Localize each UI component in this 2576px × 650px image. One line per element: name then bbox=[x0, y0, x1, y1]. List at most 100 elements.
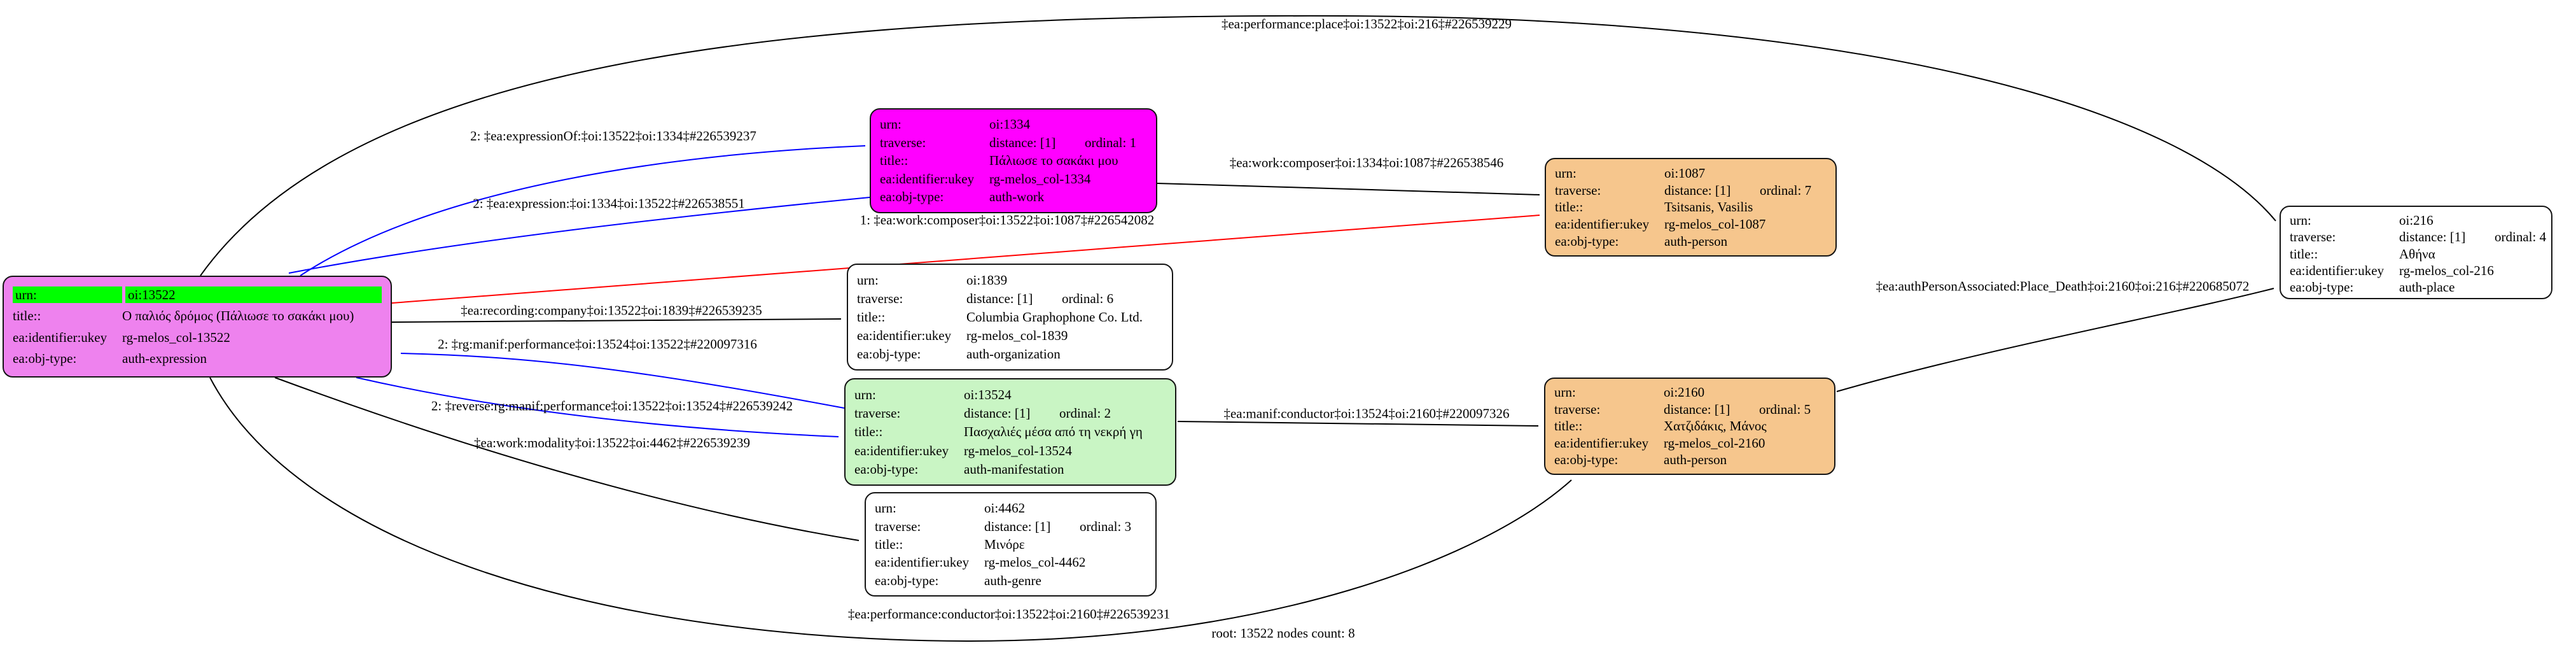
row-key: traverse: bbox=[880, 134, 926, 150]
row-value: Αθήνα bbox=[2399, 246, 2435, 262]
row-value-ordinal: ordinal: 4 bbox=[2495, 229, 2547, 245]
row-value-ordinal: ordinal: 7 bbox=[1760, 182, 1812, 198]
row-value-distance: distance: [1] bbox=[2399, 229, 2466, 245]
edge-work-modality bbox=[274, 377, 860, 541]
row-key: traverse: bbox=[1554, 401, 1601, 417]
edge-label-manif-conductor: ‡ea:manif:conductor‡oi:13524‡oi:2160‡#22… bbox=[1223, 406, 1510, 421]
node-row-title: title:: Tsitsanis, Vasilis bbox=[1546, 199, 1835, 215]
row-value: oi:1087 bbox=[1664, 165, 1706, 181]
node-row-urn: urn: oi:13524 bbox=[846, 386, 1175, 403]
row-value: oi:13524 bbox=[964, 386, 1012, 402]
edge-label-work-composer-13522: 1: ‡ea:work:composer‡oi:13522‡oi:1087‡#2… bbox=[860, 212, 1155, 228]
row-key: title:: bbox=[857, 309, 886, 325]
row-key: ea:obj-type: bbox=[857, 346, 921, 362]
row-key: ea:identifier:ukey bbox=[875, 555, 970, 570]
row-value: Πασχαλιές μέσα από τη νεκρή γη bbox=[964, 424, 1143, 440]
row-value: oi:216 bbox=[2399, 213, 2433, 228]
row-value: auth-organization bbox=[966, 346, 1061, 362]
edge-label-performance-place: ‡ea:performance:place‡oi:13522‡oi:216‡#2… bbox=[1221, 16, 1512, 32]
row-key: title:: bbox=[875, 536, 903, 552]
node-row-identifier: ea:identifier:ukey rg-melos_col-1839 bbox=[848, 327, 1172, 344]
edge-performance-conductor bbox=[209, 377, 1572, 642]
row-key: ea:identifier:ukey bbox=[1555, 216, 1650, 232]
node-row-title: title:: Χατζιδάκις, Μάνος bbox=[1545, 418, 1834, 434]
node-row-title: title:: Πασχαλιές μέσα από τη νεκρή γη bbox=[846, 423, 1175, 440]
row-key: urn: bbox=[880, 117, 902, 132]
row-key: traverse: bbox=[857, 290, 903, 306]
row-value: oi:2160 bbox=[1664, 385, 1705, 400]
node-oi-2160: urn: oi:2160 traverse: distance: [1] ord… bbox=[1544, 378, 1835, 475]
root-summary-label: root: 13522 nodes count: 8 bbox=[1211, 625, 1355, 641]
row-value: rg-melos_col-1334 bbox=[989, 171, 1091, 187]
row-value: Μινόρε bbox=[984, 536, 1025, 552]
node-oi-1087: urn: oi:1087 traverse: distance: [1] ord… bbox=[1545, 158, 1837, 257]
edge-expression-of bbox=[300, 145, 866, 276]
row-key: urn: bbox=[13, 286, 122, 304]
row-key: ea:obj-type: bbox=[13, 350, 77, 366]
edge-label-work-composer-1334: ‡ea:work:composer‡oi:1334‡oi:1087‡#22653… bbox=[1229, 155, 1504, 171]
edge-manif-conductor bbox=[1177, 421, 1539, 427]
node-row-urn: urn: oi:13522 bbox=[4, 286, 391, 304]
node-row-urn: urn: oi:4462 bbox=[866, 500, 1155, 516]
row-value: auth-person bbox=[1664, 452, 1727, 468]
row-value-distance: distance: [1] bbox=[964, 406, 1031, 421]
row-key: urn: bbox=[2290, 213, 2311, 228]
row-key: ea:obj-type: bbox=[1554, 452, 1619, 468]
row-value-distance: distance: [1] bbox=[1664, 401, 1730, 417]
row-value: Ο παλιός δρόμος (Πάλιωσε το σακάκι μου) bbox=[122, 308, 354, 324]
row-value-ordinal: ordinal: 3 bbox=[1080, 518, 1132, 534]
node-row-urn: urn: oi:1087 bbox=[1546, 165, 1835, 181]
node-row-traverse: traverse: distance: [1] ordinal: 6 bbox=[848, 290, 1172, 307]
row-key: ea:obj-type: bbox=[880, 189, 944, 205]
node-row-identifier: ea:identifier:ukey rg-melos_col-216 bbox=[2281, 262, 2551, 279]
node-row-title: title:: Columbia Graphophone Co. Ltd. bbox=[848, 309, 1172, 325]
row-value: rg-melos_col-4462 bbox=[984, 555, 1086, 570]
row-value: rg-melos_col-216 bbox=[2399, 262, 2494, 278]
edge-label-auth-person-place-death: ‡ea:authPersonAssociated:Place_Death‡oi:… bbox=[1876, 278, 2250, 294]
row-value: auth-work bbox=[989, 189, 1045, 205]
node-oi-13524: urn: oi:13524 traverse: distance: [1] or… bbox=[844, 378, 1176, 486]
node-row-objtype: ea:obj-type: auth-work bbox=[871, 188, 1156, 205]
row-key: urn: bbox=[1555, 165, 1577, 181]
row-value: rg-melos_col-1839 bbox=[966, 327, 1068, 343]
node-row-title: title:: Αθήνα bbox=[2281, 246, 2551, 262]
node-oi-1839: urn: oi:1839 traverse: distance: [1] ord… bbox=[847, 264, 1173, 371]
edge-work-composer-13522 bbox=[391, 215, 1540, 304]
row-key: ea:identifier:ukey bbox=[1554, 435, 1649, 451]
row-value: Tsitsanis, Vasilis bbox=[1664, 199, 1753, 215]
row-key: ea:obj-type: bbox=[875, 572, 939, 588]
row-key: title:: bbox=[1555, 199, 1584, 215]
row-value-ordinal: ordinal: 5 bbox=[1759, 401, 1811, 417]
row-value-distance: distance: [1] bbox=[989, 134, 1056, 150]
row-key: ea:identifier:ukey bbox=[13, 329, 108, 345]
node-row-traverse: traverse: distance: [1] ordinal: 3 bbox=[866, 518, 1155, 535]
node-oi-4462: urn: oi:4462 traverse: distance: [1] ord… bbox=[865, 492, 1157, 597]
row-key: traverse: bbox=[2290, 229, 2336, 245]
row-key: ea:identifier:ukey bbox=[857, 327, 952, 343]
node-row-objtype: ea:obj-type: auth-place bbox=[2281, 279, 2551, 295]
node-row-objtype: ea:obj-type: auth-expression bbox=[4, 350, 391, 367]
row-value: auth-genre bbox=[984, 572, 1041, 588]
row-key: title:: bbox=[854, 424, 883, 440]
row-key: traverse: bbox=[854, 406, 901, 421]
node-row-objtype: ea:obj-type: auth-manifestation bbox=[846, 461, 1175, 477]
node-row-traverse: traverse: distance: [1] ordinal: 5 bbox=[1545, 401, 1834, 418]
row-key: ea:obj-type: bbox=[1555, 234, 1619, 250]
row-value: rg-melos_col-13524 bbox=[964, 442, 1072, 458]
node-row-identifier: ea:identifier:ukey rg-melos_col-1334 bbox=[871, 171, 1156, 187]
row-value-distance: distance: [1] bbox=[984, 518, 1051, 534]
row-key: urn: bbox=[854, 386, 876, 402]
row-value: rg-melos_col-1087 bbox=[1664, 216, 1766, 232]
node-row-urn: urn: oi:1839 bbox=[848, 272, 1172, 288]
node-row-traverse: traverse: distance: [1] ordinal: 7 bbox=[1546, 182, 1835, 199]
edge-label-rg-manif-performance: 2: ‡rg:manif:performance‡oi:13524‡oi:135… bbox=[438, 336, 757, 352]
row-key: ea:identifier:ukey bbox=[854, 442, 949, 458]
node-row-identifier: ea:identifier:ukey rg-melos_col-1087 bbox=[1546, 216, 1835, 232]
row-key: ea:obj-type: bbox=[854, 461, 919, 477]
row-key: title:: bbox=[2290, 246, 2318, 262]
node-row-urn: urn: oi:1334 bbox=[871, 116, 1156, 132]
row-value: oi:4462 bbox=[984, 500, 1026, 516]
edge-label-expression: 2: ‡ea:expression:‡oi:1334‡oi:13522‡#226… bbox=[473, 195, 745, 211]
